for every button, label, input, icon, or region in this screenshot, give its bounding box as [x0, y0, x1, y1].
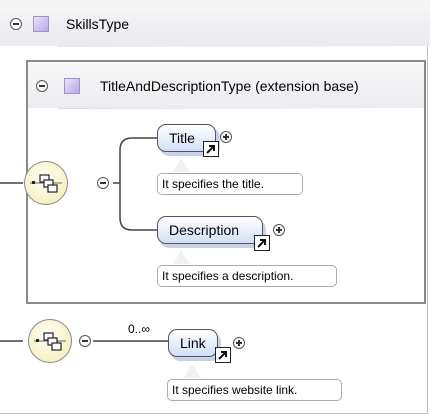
- sequence-compositor-icon: [28, 319, 72, 363]
- skills-type-label: SkillsType: [66, 16, 130, 32]
- link-documentation: It specifies website link.: [167, 379, 342, 401]
- reference-arrow-icon: [215, 347, 231, 363]
- expand-title-icon[interactable]: [220, 131, 232, 143]
- skills-type-header: [0, 0, 430, 46]
- collapse-skills-type-icon[interactable]: [10, 18, 22, 30]
- element-title-label: Title: [169, 130, 195, 146]
- link-cardinality: 0..∞: [128, 322, 150, 336]
- description-documentation: It specifies a description.: [157, 265, 337, 287]
- collapse-sequence-icon[interactable]: [79, 335, 91, 347]
- link-doc-text: It specifies website link.: [172, 383, 298, 397]
- expand-description-icon[interactable]: [273, 224, 285, 236]
- extension-divider: [58, 108, 398, 109]
- sequence-compositor-icon: [24, 161, 68, 205]
- reference-arrow-icon: [203, 141, 219, 157]
- reference-arrow-icon: [254, 235, 270, 251]
- header-divider: [58, 46, 426, 47]
- collapse-sequence-icon[interactable]: [97, 177, 109, 189]
- extension-header: [28, 62, 424, 108]
- collapse-extension-icon[interactable]: [36, 80, 48, 92]
- element-description[interactable]: Description: [157, 216, 263, 244]
- complex-type-icon: [33, 16, 49, 32]
- title-documentation: It specifies the title.: [157, 173, 303, 195]
- title-doc-text: It specifies the title.: [162, 177, 265, 191]
- element-description-label: Description: [169, 222, 240, 238]
- extension-label: TitleAndDescriptionType (extension base): [100, 78, 359, 94]
- description-doc-text: It specifies a description.: [162, 269, 294, 283]
- complex-type-icon: [64, 78, 80, 94]
- element-link[interactable]: Link: [168, 329, 218, 357]
- element-link-label: Link: [180, 335, 206, 351]
- expand-link-icon[interactable]: [233, 337, 245, 349]
